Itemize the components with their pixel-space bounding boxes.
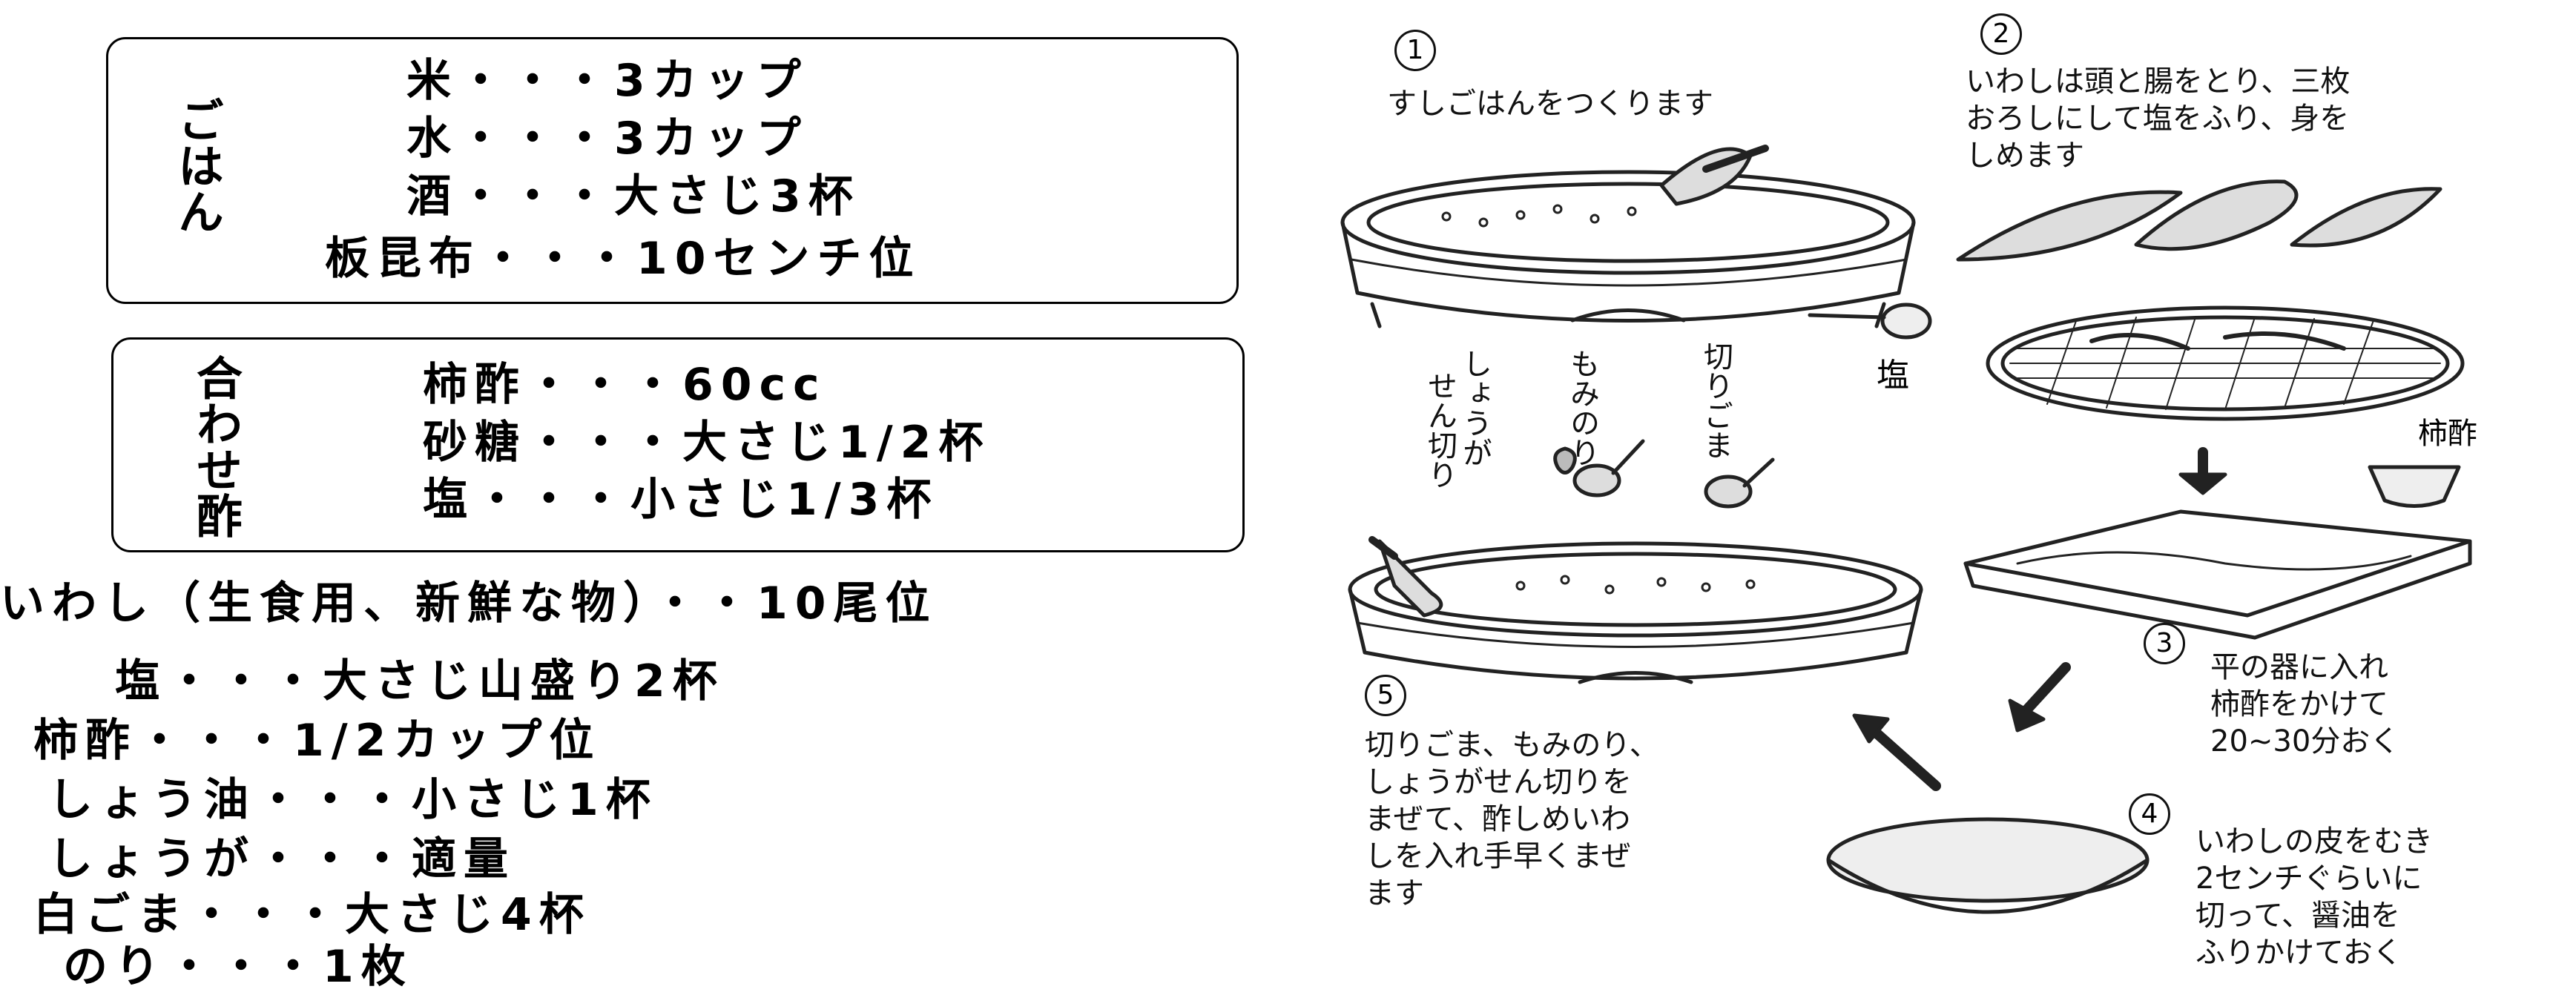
gohan-line-sake: 酒・・・大さじ3杯: [406, 171, 860, 222]
ingredient-shoga: しょうが・・・適量: [48, 833, 515, 885]
ingredient-shoyu: しょう油・・・小さじ1杯: [48, 774, 658, 826]
step-3-number: 3: [2144, 623, 2185, 664]
awasezu-label: 合わせ酢: [188, 354, 243, 538]
label-shoga: しょうが: [1457, 348, 1492, 467]
label-mominori: もみのり: [1565, 348, 1599, 467]
step-1-text: すしごはんをつくります: [1387, 87, 1713, 121]
label-kirigoma: 切りごま: [1699, 341, 1733, 460]
sushi-tub-bottom: [1348, 536, 1923, 684]
ingredient-goma: 白ごま・・・大さじ4杯: [33, 889, 591, 941]
awasezu-line-kakisu: 柿酢・・・60cc: [423, 359, 827, 411]
gohan-line-kombu: 板昆布・・・10センチ位: [325, 233, 921, 285]
step-3-text: 平の器に入れ 柿酢をかけて 20~30分おく: [2210, 650, 2400, 758]
ingredient-iwashi: いわし（生食用、新鮮な物）・・10尾位: [0, 578, 938, 629]
awasezu-line-sugar: 砂糖・・・大さじ1/2杯: [423, 417, 991, 469]
step-5-number: 5: [1365, 675, 1406, 716]
step-4-text: いわしの皮をむき 2センチぐらいに 切って、醤油を ふりかけておく: [2195, 824, 2433, 970]
label-sengiri: せん切り: [1423, 371, 1457, 489]
gohan-label: ごはん: [170, 96, 224, 234]
gohan-line-water: 水・・・3カップ: [406, 113, 808, 165]
awasezu-line-salt: 塩・・・小さじ1/3杯: [423, 474, 939, 526]
label-shio: 塩: [1877, 357, 1909, 394]
ingredient-salt: 塩・・・大さじ山盛り2杯: [115, 655, 725, 707]
step-5-text: 切りごま、もみのり、 しょうがせん切りを まぜて、酢しめいわ しを入れ手早くまぜ…: [1365, 728, 1659, 910]
step-4-number: 4: [2129, 793, 2170, 835]
step-1-number: 1: [1394, 30, 1436, 71]
step-2-text: いわしは頭と腸をとり、三枚 おろしにして塩をふり、身を しめます: [1966, 65, 2351, 173]
gohan-line-rice: 米・・・3カップ: [406, 55, 808, 107]
label-kakisu: 柿酢: [2418, 417, 2477, 451]
gohan-box: [106, 37, 1239, 304]
awasezu-box: [111, 337, 1245, 552]
step-2-number: 2: [1980, 13, 2022, 55]
sushi-tub-top: [1340, 145, 1916, 328]
ingredient-kakisu: 柿酢・・・1/2カップ位: [33, 715, 602, 767]
